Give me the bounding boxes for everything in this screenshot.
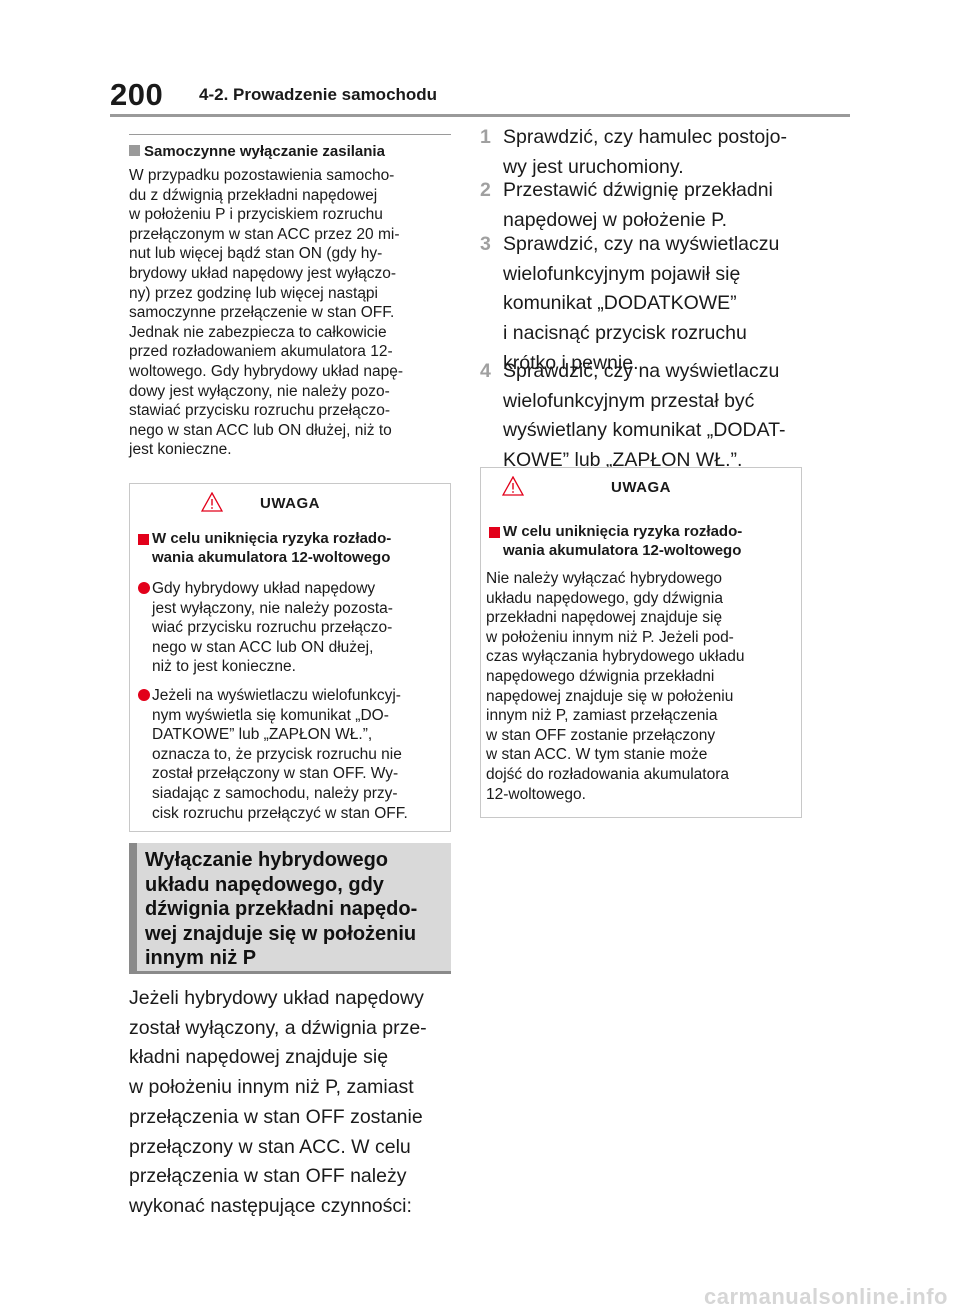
header-divider	[110, 114, 850, 117]
step-number: 4	[480, 360, 491, 382]
section-heading-rule	[129, 971, 451, 974]
step-text: Sprawdzić, czy na wyświetlaczu wielofunk…	[503, 233, 780, 374]
warning-title-text: UWAGA	[260, 495, 320, 512]
round-bullet-icon	[138, 689, 150, 701]
square-bullet-icon	[129, 145, 140, 156]
step-item: 3 Sprawdzić, czy na wyświetlaczu wielofu…	[480, 230, 802, 380]
section-heading: Wyłączanie hybrydowego układu napędowego…	[145, 849, 418, 969]
step-text: Sprawdzić, czy na wyświetlaczu wielofunk…	[503, 360, 786, 472]
step-number: 2	[480, 179, 491, 201]
warning-box-right: UWAGA W celu uniknięcia ryzyka rozłado- …	[480, 467, 802, 818]
auto-off-paragraph: W przypadku pozostawienia samocho- du z …	[129, 167, 403, 459]
round-bullet-icon	[138, 582, 150, 594]
procedure-intro-paragraph: Jeżeli hybrydowy układ napędowy został w…	[129, 987, 427, 1217]
subsection-heading: Samoczynne wyłączanie zasilania	[129, 143, 385, 160]
warning-body-text: Nie należy wyłączać hybrydowego układu n…	[486, 570, 745, 803]
warning-triangle-icon	[201, 492, 223, 512]
step-item: 1 Sprawdzić, czy hamulec postojo- wy jes…	[480, 123, 802, 183]
warning-heading: W celu uniknięcia ryzyka rozłado- wania …	[489, 523, 799, 560]
step-item: 4 Sprawdzić, czy na wyświetlaczu wielofu…	[480, 357, 802, 477]
warning-bullet-text: Gdy hybrydowy układ napędowy jest wyłącz…	[152, 580, 393, 676]
warning-heading: W celu uniknięcia ryzyka rozłado- wania …	[138, 530, 448, 567]
section-heading-background	[129, 843, 451, 973]
warning-heading-text: W celu uniknięcia ryzyka rozłado- wania …	[152, 530, 392, 566]
subsection-heading-text: Samoczynne wyłączanie zasilania	[144, 143, 385, 160]
subsection-divider	[129, 134, 451, 135]
warning-title: UWAGA	[130, 492, 450, 512]
warning-triangle-icon	[502, 476, 524, 496]
section-title: 4-2. Prowadzenie samochodu	[199, 85, 438, 104]
warning-bullet: Gdy hybrydowy układ napędowy jest wyłącz…	[138, 579, 450, 677]
step-text: Sprawdzić, czy hamulec postojo- wy jest …	[503, 126, 787, 178]
warning-title: UWAGA	[481, 476, 801, 496]
page-number: 200	[110, 77, 164, 112]
step-number: 1	[480, 126, 491, 148]
warning-bullet: Jeżeli na wyświetlaczu wielofunkcyj- nym…	[138, 686, 450, 823]
square-bullet-icon	[489, 527, 500, 538]
watermark: carmanualsonline.info	[704, 1284, 948, 1309]
step-text: Przestawić dźwignię przekładni napędowej…	[503, 179, 773, 231]
warning-box-left: UWAGA W celu uniknięcia ryzyka rozłado- …	[129, 483, 451, 832]
square-bullet-icon	[138, 534, 149, 545]
section-heading-bar	[129, 843, 137, 973]
step-item: 2 Przestawić dźwignię przekładni napędow…	[480, 176, 802, 236]
warning-title-text: UWAGA	[611, 479, 671, 496]
warning-bullet-text: Jeżeli na wyświetlaczu wielofunkcyj- nym…	[152, 687, 408, 822]
warning-heading-text: W celu uniknięcia ryzyka rozłado- wania …	[503, 523, 743, 559]
step-number: 3	[480, 233, 491, 255]
